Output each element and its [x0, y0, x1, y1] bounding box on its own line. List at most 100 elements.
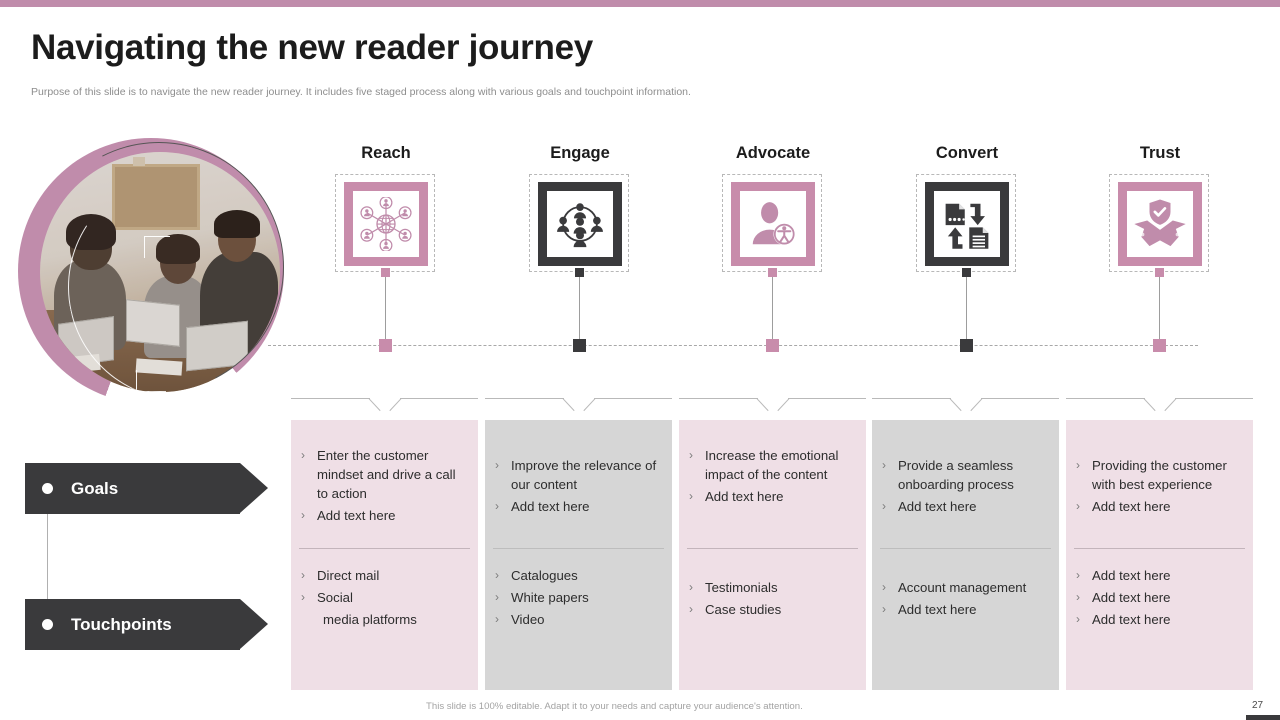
- chevron-down-icon: [564, 398, 594, 416]
- bullet-chevron-icon: ›: [882, 458, 886, 472]
- column-divider: [299, 548, 470, 549]
- stage-column-convert: ›Provide a seamless onboarding process ›A…: [872, 420, 1059, 690]
- touchpoints-list: ›Catalogues ›White papers ›Video: [485, 552, 672, 629]
- icon-drop-line: [579, 277, 580, 345]
- touchpoints-cell: ›Testimonials ›Case studies: [679, 552, 866, 690]
- icon-node-marker: [574, 268, 584, 277]
- bullet-chevron-icon: ›: [301, 590, 305, 604]
- chevron-down-icon: [1145, 398, 1175, 416]
- stage-column-reach: ›Enter the customer mindset and drive a …: [291, 420, 478, 690]
- chevron-line-left: [485, 398, 564, 399]
- bullet-chevron-icon: ›: [689, 580, 693, 594]
- bullet-chevron-icon: ›: [301, 508, 305, 522]
- bullet-chevron-icon: ›: [495, 499, 499, 513]
- chevron-connector-layer: [0, 398, 1280, 420]
- touchpoints-list: ›Account management›Add text here: [872, 552, 1059, 619]
- rail-node-marker: [765, 339, 779, 352]
- bullet-chevron-icon: ›: [301, 448, 305, 462]
- chevron-line-right: [980, 398, 1059, 399]
- chevron-line-right: [1174, 398, 1253, 399]
- bullet-chevron-icon: ›: [1076, 568, 1080, 582]
- list-item: ›Add text here: [1076, 590, 1171, 605]
- list-item: ›Testimonials: [689, 580, 778, 595]
- bullet-chevron-icon: ›: [689, 489, 693, 503]
- rail-node-marker: [1152, 339, 1166, 352]
- goals-banner-label: Goals: [71, 479, 119, 498]
- bullet-chevron-icon: ›: [495, 458, 499, 472]
- list-item: ›Social: [301, 590, 353, 605]
- stage-icon-box-advocate[interactable]: [722, 174, 822, 272]
- bullet-chevron-icon: ›: [301, 568, 305, 582]
- rail-node-marker: [959, 339, 973, 352]
- stage-title-engage: Engage: [550, 144, 610, 162]
- list-item: ›Catalogues: [495, 568, 578, 583]
- rail-node-marker: [378, 339, 392, 352]
- bullet-chevron-icon: ›: [882, 580, 886, 594]
- chevron-line-left: [291, 398, 370, 399]
- chevron-line-right: [593, 398, 672, 399]
- stage-icon-box-trust[interactable]: [1109, 174, 1209, 272]
- icon-frame: [538, 182, 622, 266]
- goals-list: ›Increase the emotional impact of the co…: [679, 420, 866, 506]
- photo-person-1-hair: [66, 214, 116, 250]
- icon-node-marker: [961, 268, 971, 277]
- touchpoints-cell: ›Catalogues ›White papers ›Video: [485, 552, 672, 690]
- stage-column-trust: ›Providing the customer with best experi…: [1066, 420, 1253, 690]
- page-subtitle: Purpose of this slide is to navigate the…: [31, 86, 691, 98]
- goals-banner[interactable]: Goals: [25, 463, 268, 514]
- list-item: ›Add text here: [882, 602, 977, 617]
- photo-tint-overlay: [40, 152, 280, 392]
- touchpoints-list: ›Testimonials ›Case studies: [679, 552, 866, 619]
- stage-title-convert: Convert: [935, 144, 999, 162]
- touchpoints-list: ›Add text here›Add text here›Add text he…: [1066, 552, 1253, 629]
- network-globe-people-icon: [353, 191, 419, 257]
- bullet-chevron-icon: ›: [495, 612, 499, 626]
- goals-list: ›Enter the customer mindset and drive a …: [291, 420, 478, 525]
- icon-frame: [1118, 182, 1202, 266]
- list-item: ›Case studies: [689, 602, 782, 617]
- footer-note: This slide is 100% editable. Adapt it to…: [426, 701, 803, 712]
- list-item: ›White papers: [495, 590, 589, 605]
- goals-banner-dot: [42, 483, 53, 494]
- photo-person-2-hair: [156, 234, 200, 264]
- list-item: ›Add text here: [882, 499, 977, 514]
- list-item: ›Providing the customer with best experi…: [1076, 458, 1227, 492]
- stage-icon-box-engage[interactable]: [529, 174, 629, 272]
- bullet-chevron-icon: ›: [882, 602, 886, 616]
- list-item: ›Video: [495, 612, 545, 627]
- page-number-bar: [1246, 715, 1280, 720]
- photo-white-corner-bottom: [136, 370, 166, 392]
- list-item: ›Improve the relevance of our content: [495, 458, 657, 492]
- timeline-rail: [268, 345, 1198, 346]
- photo-corkboard: [112, 157, 200, 230]
- icon-node-marker: [380, 268, 390, 277]
- stage-icon-box-convert[interactable]: [916, 174, 1016, 272]
- icon-drop-line: [385, 277, 386, 345]
- goals-cell: ›Improve the relevance of our content ›Ad…: [485, 420, 672, 548]
- stage-icon-box-reach[interactable]: [335, 174, 435, 272]
- goals-cell: ›Increase the emotional impact of the co…: [679, 420, 866, 548]
- photo-person-3-hair: [214, 210, 260, 238]
- chevron-line-right: [787, 398, 866, 399]
- icon-frame: [731, 182, 815, 266]
- list-item: ›Add text here: [689, 489, 784, 504]
- list-item: ›Add text here: [1076, 499, 1171, 514]
- chevron-line-left: [872, 398, 951, 399]
- page-title: Navigating the new reader journey: [31, 28, 593, 67]
- stage-title-advocate: Advocate: [735, 144, 811, 162]
- column-divider: [493, 548, 664, 549]
- bullet-chevron-icon: ›: [689, 448, 693, 462]
- stage-column-engage: ›Improve the relevance of our content ›Ad…: [485, 420, 672, 690]
- list-item: ›Add text here: [495, 499, 590, 514]
- photo-white-corner-top: [144, 236, 170, 258]
- goals-cell: ›Enter the customer mindset and drive a …: [291, 420, 478, 548]
- icon-drop-line: [1159, 277, 1160, 345]
- bullet-chevron-icon: ›: [1076, 612, 1080, 626]
- touchpoints-banner[interactable]: Touchpoints: [25, 599, 268, 650]
- list-item: ›Provide a seamless onboarding process: [882, 458, 1014, 492]
- goals-list: ›Provide a seamless onboarding process ›A…: [872, 420, 1059, 516]
- goals-cell: ›Providing the customer with best experi…: [1066, 420, 1253, 548]
- column-divider: [1074, 548, 1245, 549]
- stage-title-trust: Trust: [1139, 144, 1181, 162]
